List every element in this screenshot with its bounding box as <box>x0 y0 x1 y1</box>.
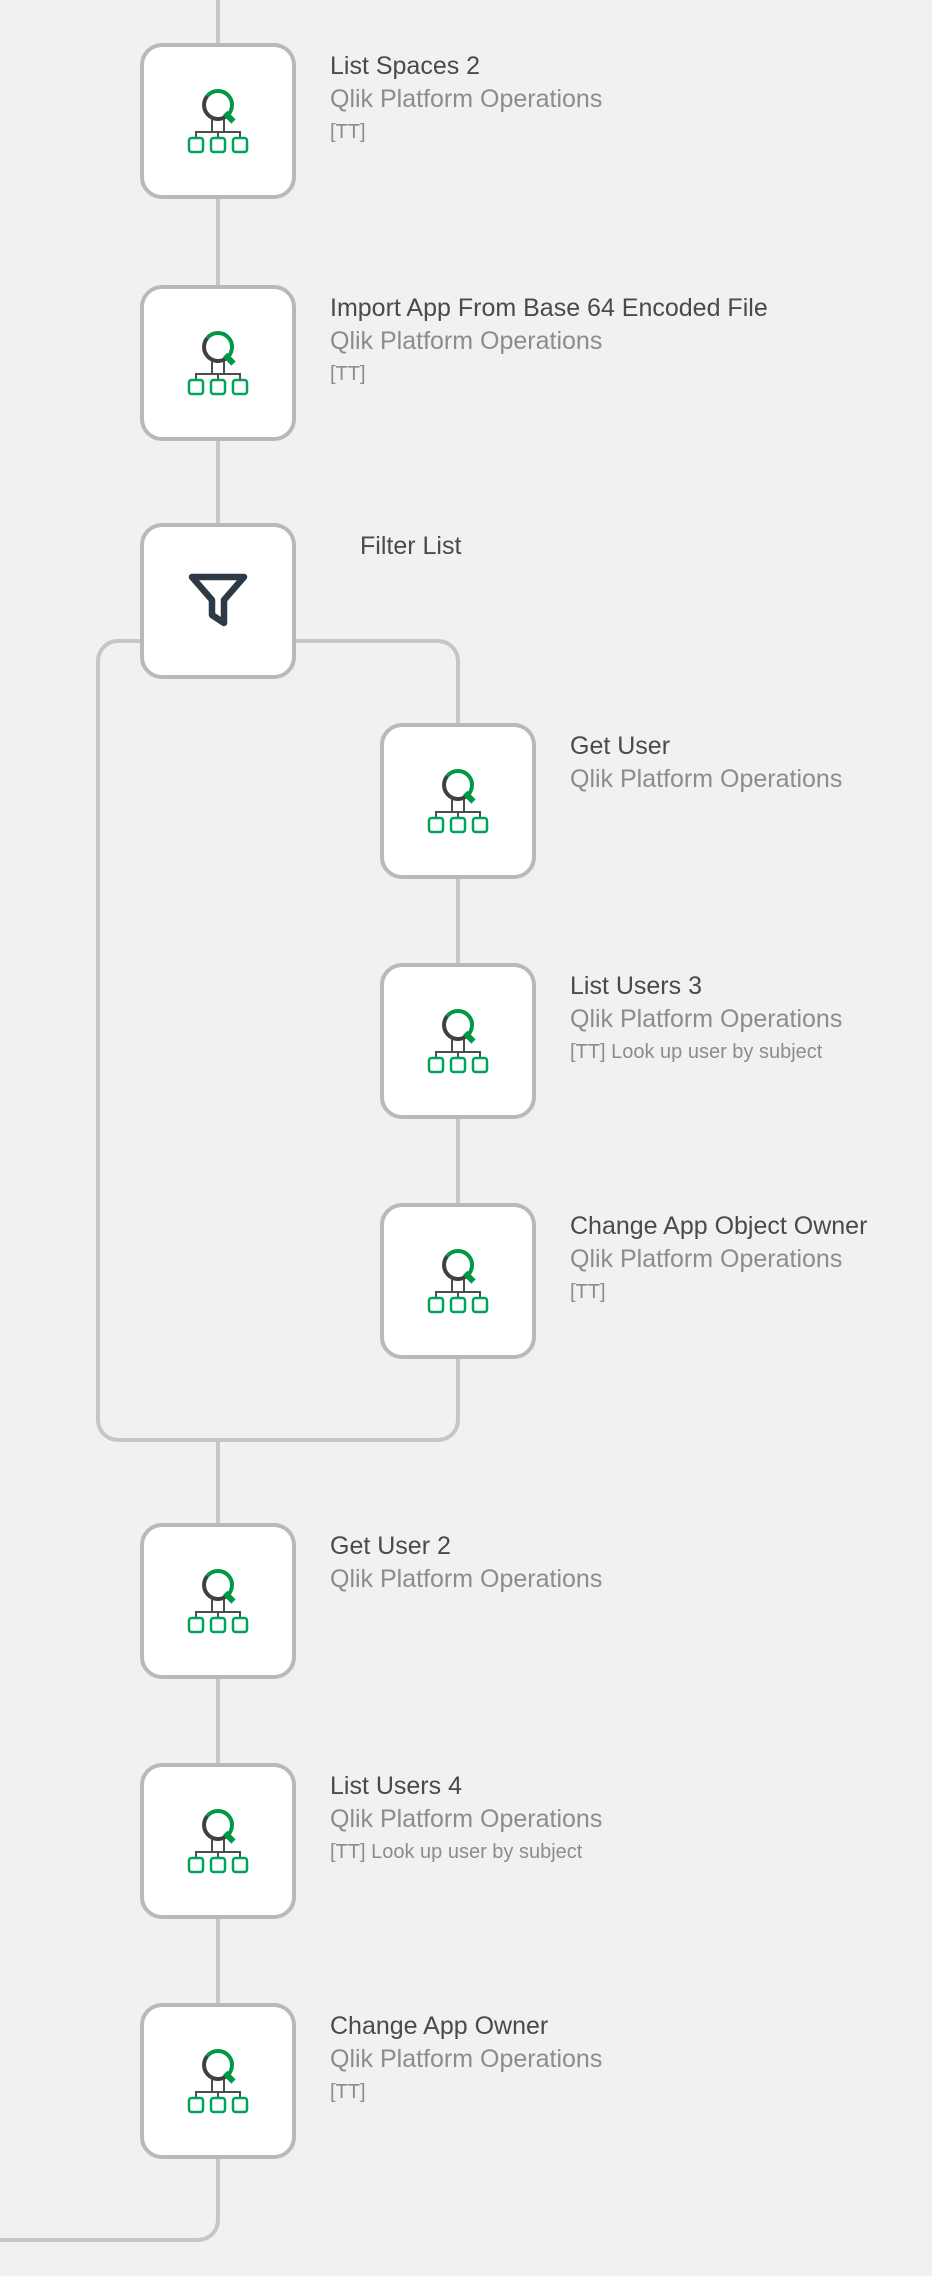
connector-corner <box>96 1418 120 1442</box>
node-label-filter-list: Filter List <box>360 530 461 563</box>
edge-get-user-to-list-users-3 <box>456 877 460 965</box>
node-subtitle: Qlik Platform Operations <box>330 85 603 113</box>
connector-corner <box>196 2218 220 2242</box>
node-title: Import App From Base 64 Encoded File <box>330 294 768 322</box>
qlik-platform-operations-icon <box>187 1808 249 1874</box>
node-subtitle: Qlik Platform Operations <box>330 327 603 355</box>
node-subtitle: Qlik Platform Operations <box>330 1565 603 1593</box>
connector-corner <box>436 1418 460 1442</box>
node-detail: [TT] Look up user by subject <box>570 1041 823 1063</box>
node-title: Get User <box>570 732 671 760</box>
connector-corner <box>436 639 460 663</box>
edge-list-users-3-to-change-app-object-owner <box>456 1117 460 1205</box>
node-label-list-spaces-2: List Spaces 2 Qlik Platform Operations [… <box>330 50 602 146</box>
node-list-users-4[interactable] <box>140 1763 296 1919</box>
node-detail: [TT] <box>570 1281 606 1303</box>
qlik-platform-operations-icon <box>187 88 249 154</box>
qlik-platform-operations-icon <box>187 1568 249 1634</box>
node-get-user-2[interactable] <box>140 1523 296 1679</box>
node-get-user[interactable] <box>380 723 536 879</box>
node-subtitle: Qlik Platform Operations <box>570 765 843 793</box>
edge-filter-to-branch-horizontal <box>294 639 438 643</box>
qlik-platform-operations-icon <box>427 768 489 834</box>
edge-filter-loop-left-vertical <box>96 661 100 1418</box>
edge-filter-to-get-user <box>456 661 460 725</box>
node-label-import-app: Import App From Base 64 Encoded File Qli… <box>330 292 768 388</box>
node-label-change-app-object-owner: Change App Object Owner Qlik Platform Op… <box>570 1210 867 1306</box>
node-title: Filter List <box>360 532 462 560</box>
edge-loop-to-get-user-2 <box>216 1440 220 1525</box>
node-label-get-user-2: Get User 2 Qlik Platform Operations <box>330 1530 602 1596</box>
node-title: Get User 2 <box>330 1532 451 1560</box>
node-detail: [TT] <box>330 121 366 143</box>
node-change-app-owner[interactable] <box>140 2003 296 2159</box>
node-label-list-users-4: List Users 4 Qlik Platform Operations [T… <box>330 1770 602 1866</box>
qlik-platform-operations-icon <box>187 2048 249 2114</box>
edge-import-app-to-filter <box>216 439 220 525</box>
node-title: Change App Owner <box>330 2012 549 2040</box>
node-list-spaces-2[interactable] <box>140 43 296 199</box>
edge-list-spaces-2-to-import-app <box>216 197 220 287</box>
node-title: List Spaces 2 <box>330 52 481 80</box>
node-title: List Users 4 <box>330 1772 462 1800</box>
edge-filter-loop-left-horizontal <box>118 639 142 643</box>
node-label-get-user: Get User Qlik Platform Operations <box>570 730 842 796</box>
node-change-app-object-owner[interactable] <box>380 1203 536 1359</box>
node-subtitle: Qlik Platform Operations <box>570 1005 843 1033</box>
node-detail: [TT] <box>330 363 366 385</box>
node-subtitle: Qlik Platform Operations <box>330 2045 603 2073</box>
edge-list-users-4-to-change-app-owner <box>216 1917 220 2005</box>
edge-loop-bottom <box>118 1438 438 1442</box>
node-detail: [TT] Look up user by subject <box>330 1841 583 1863</box>
qlik-platform-operations-icon <box>427 1008 489 1074</box>
node-subtitle: Qlik Platform Operations <box>330 1805 603 1833</box>
node-label-list-users-3: List Users 3 Qlik Platform Operations [T… <box>570 970 842 1066</box>
edge-change-app-owner-exit-vertical <box>216 2157 220 2218</box>
connector-corner <box>96 639 120 663</box>
node-subtitle: Qlik Platform Operations <box>570 1245 843 1273</box>
filter-icon <box>188 573 248 627</box>
qlik-platform-operations-icon <box>187 330 249 396</box>
node-detail: [TT] <box>330 2081 366 2103</box>
qlik-platform-operations-icon <box>427 1248 489 1314</box>
node-list-users-3[interactable] <box>380 963 536 1119</box>
node-import-app-from-base-64-encoded-file[interactable] <box>140 285 296 441</box>
node-title: Change App Object Owner <box>570 1212 868 1240</box>
node-label-change-app-owner: Change App Owner Qlik Platform Operation… <box>330 2010 602 2106</box>
edge-change-app-object-owner-to-loop <box>456 1357 460 1418</box>
edge-exit-left <box>0 2238 198 2242</box>
node-title: List Users 3 <box>570 972 702 1000</box>
node-filter-list[interactable] <box>140 523 296 679</box>
edge-get-user-2-to-list-users-4 <box>216 1677 220 1765</box>
edge-start-to-list-spaces-2 <box>216 0 220 45</box>
